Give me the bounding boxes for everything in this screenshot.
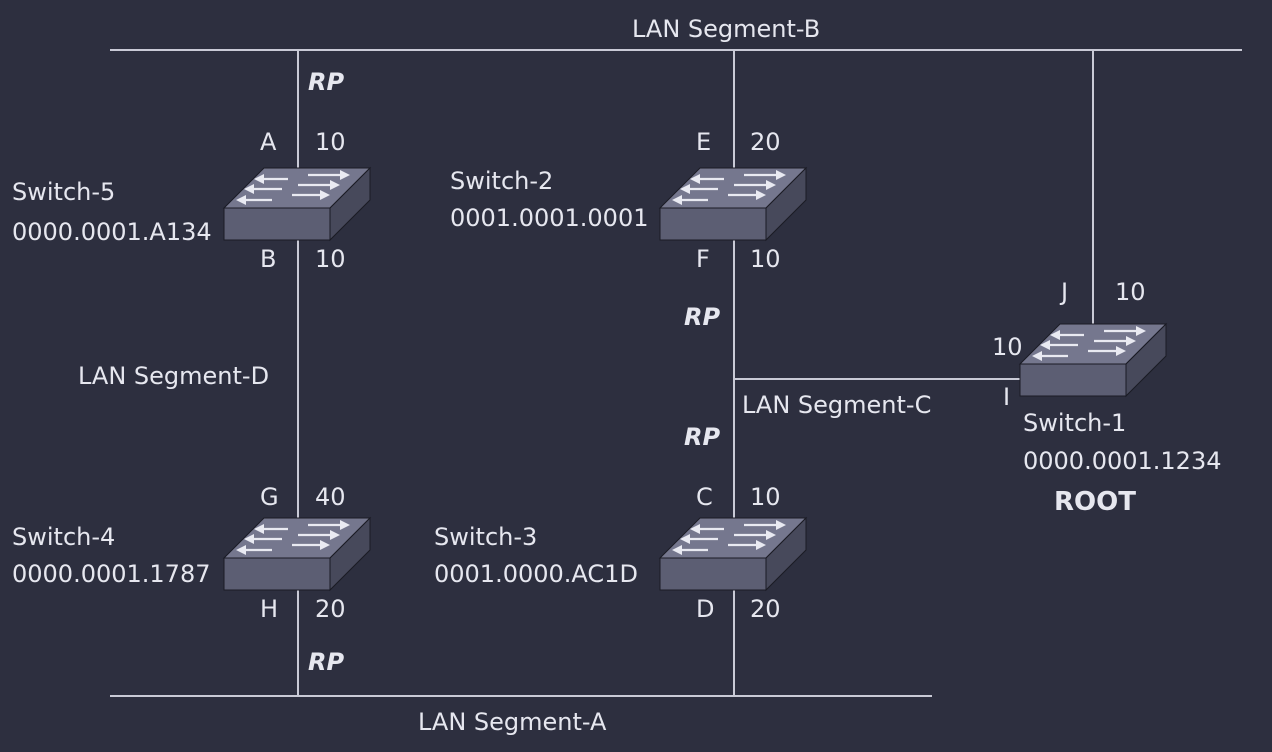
port-i-letter: I	[1003, 383, 1010, 411]
switch-3-icon	[658, 516, 808, 592]
root-port-label-h: RP	[308, 648, 344, 676]
switch-1-name: Switch-1	[1023, 409, 1126, 437]
switch-5-name: Switch-5	[12, 178, 115, 206]
switch-3-mac: 0001.0000.AC1D	[434, 560, 638, 588]
port-a-cost: 10	[315, 128, 346, 156]
root-port-label-a: RP	[308, 68, 344, 96]
switch-4-icon	[222, 516, 372, 592]
switch-2-mac: 0001.0001.0001	[450, 204, 649, 232]
switch-2-icon	[658, 166, 808, 242]
switch-5-mac: 0000.0001.A134	[12, 218, 212, 246]
port-d-letter: D	[696, 595, 714, 623]
port-e-letter: E	[696, 128, 711, 156]
switch-4-mac: 0000.0001.1787	[12, 560, 211, 588]
lan-segment-d-label: LAN Segment-D	[78, 362, 269, 390]
port-a-letter: A	[260, 128, 277, 156]
port-h-cost: 20	[315, 595, 346, 623]
root-bridge-label: ROOT	[1054, 487, 1136, 517]
lan-segment-b-label: LAN Segment-B	[632, 15, 820, 43]
port-c-cost: 10	[750, 483, 781, 511]
root-port-label-f: RP	[684, 303, 720, 331]
port-b-letter: B	[260, 245, 276, 273]
switch-3-name: Switch-3	[434, 523, 537, 551]
port-g-letter: G	[260, 483, 279, 511]
port-b-cost: 10	[315, 245, 346, 273]
port-i-cost: 10	[992, 333, 1023, 361]
switch-4-name: Switch-4	[12, 523, 115, 551]
port-f-letter: F	[696, 245, 710, 273]
port-e-cost: 20	[750, 128, 781, 156]
port-h-letter: H	[260, 595, 278, 623]
root-port-label-c: RP	[684, 423, 720, 451]
port-j-cost: 10	[1115, 278, 1146, 306]
switch-5-icon	[222, 166, 372, 242]
port-d-cost: 20	[750, 595, 781, 623]
switch-1-mac: 0000.0001.1234	[1023, 447, 1222, 475]
lan-segment-c-label: LAN Segment-C	[742, 391, 931, 419]
lan-segment-a-label: LAN Segment-A	[418, 708, 607, 736]
port-f-cost: 10	[750, 245, 781, 273]
port-j-letter: J	[1059, 278, 1068, 306]
port-c-letter: C	[696, 483, 713, 511]
port-g-cost: 40	[315, 483, 346, 511]
switch-2-name: Switch-2	[450, 167, 553, 195]
links	[110, 49, 1242, 697]
switch-1-icon	[1018, 322, 1168, 398]
